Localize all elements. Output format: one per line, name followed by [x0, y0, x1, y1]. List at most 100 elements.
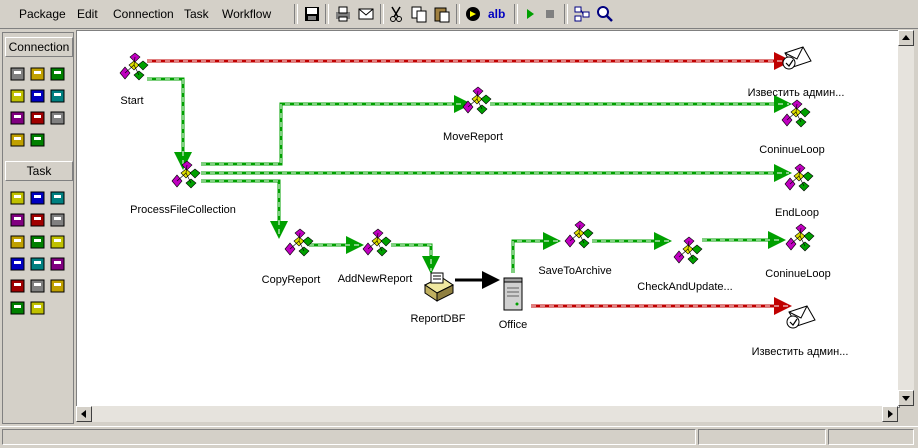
- toolbar-separator: [380, 4, 384, 24]
- scroll-down-button[interactable]: [898, 390, 914, 406]
- data-link-icon[interactable]: [9, 131, 27, 149]
- cut-icon[interactable]: [386, 4, 406, 24]
- node-label-notify-top: Известить админ...: [747, 87, 845, 99]
- send-mail-task-icon[interactable]: [9, 255, 27, 273]
- node-start[interactable]: [119, 52, 149, 81]
- dynamic-props-task-icon[interactable]: [9, 277, 27, 295]
- toolbar-separator: [514, 4, 518, 24]
- menu-edit[interactable]: Edit: [77, 7, 98, 21]
- arrow-left-icon: [81, 410, 86, 418]
- tool-palette: Connection Task: [2, 32, 74, 424]
- arrow-process-to-copy[interactable]: [201, 179, 288, 239]
- sql-task-icon[interactable]: [9, 233, 27, 251]
- arrow-start-to-process[interactable]: [147, 77, 192, 170]
- node-copy-report[interactable]: [284, 228, 314, 257]
- ftp-task-icon[interactable]: [9, 211, 27, 229]
- status-pane-3: [828, 429, 914, 445]
- node-label-report-dbf: ReportDBF: [410, 313, 466, 325]
- menu-connection[interactable]: Connection: [113, 7, 174, 21]
- node-continue-loop-2[interactable]: [785, 223, 815, 252]
- arrow-process-to-move[interactable]: [201, 95, 472, 166]
- bulk-insert-task-icon[interactable]: [29, 233, 47, 251]
- html-source-icon[interactable]: [9, 109, 27, 127]
- stop-icon[interactable]: [540, 4, 560, 24]
- globe-source-icon[interactable]: [29, 131, 47, 149]
- oledb-source-icon[interactable]: [29, 87, 47, 105]
- copy-icon[interactable]: [409, 4, 429, 24]
- node-end-loop[interactable]: [784, 163, 814, 192]
- node-add-new-report[interactable]: [362, 228, 392, 257]
- node-label-process-file-collection: ProcessFileCollection: [130, 204, 236, 216]
- save-icon[interactable]: [302, 4, 322, 24]
- node-process-file-collection[interactable]: [171, 160, 201, 189]
- mail-icon[interactable]: [356, 4, 376, 24]
- node-label-continue-loop-2: ConinueLoop: [765, 268, 831, 280]
- node-label-continue-loop-1: ConinueLoop: [759, 144, 825, 156]
- task-palette-header[interactable]: Task: [5, 161, 73, 181]
- node-notify-bottom[interactable]: [786, 305, 816, 329]
- workflow-diagram: [119, 46, 816, 329]
- text-format-icon[interactable]: alb: [488, 7, 506, 21]
- key-source-icon[interactable]: [29, 65, 47, 83]
- message-queue-task-icon[interactable]: [29, 211, 47, 229]
- access-source-icon[interactable]: [9, 87, 27, 105]
- node-label-copy-report: CopyReport: [261, 274, 321, 286]
- horizontal-scrollbar[interactable]: [76, 406, 898, 422]
- status-pane-main: [2, 429, 696, 445]
- data-mining-task-icon[interactable]: [9, 299, 27, 317]
- node-label-check-and-update: CheckAndUpdate...: [637, 281, 733, 293]
- node-label-save-to-archive: SaveToArchive: [538, 265, 612, 277]
- print-icon[interactable]: [333, 4, 353, 24]
- toolbar-separator: [456, 4, 460, 24]
- paste-icon[interactable]: [432, 4, 452, 24]
- timer-task-icon[interactable]: [29, 299, 47, 317]
- transfer-task-icon[interactable]: [29, 277, 47, 295]
- menu-workflow[interactable]: Workflow: [222, 7, 272, 21]
- node-report-dbf[interactable]: [424, 272, 454, 302]
- arrow-addnew-to-reportdbf[interactable]: [391, 243, 440, 274]
- menu-task[interactable]: Task: [184, 7, 209, 21]
- active-script-task-icon[interactable]: [9, 189, 27, 207]
- execute-package-task-icon[interactable]: [49, 189, 67, 207]
- node-label-start: Start: [120, 95, 144, 107]
- arrow-start-to-process-dash: [147, 78, 184, 167]
- node-check-and-update[interactable]: [673, 236, 703, 265]
- copy-objects-task-icon[interactable]: [49, 233, 67, 251]
- analysis-task-icon[interactable]: [29, 255, 47, 273]
- menu-toolbar-bar: Package Edit Connection Task Workflow al…: [0, 0, 918, 29]
- data-driven-query-icon[interactable]: [49, 211, 67, 229]
- workflow-canvas[interactable]: Start Известить админ... MoveReport Coni…: [76, 30, 900, 408]
- node-continue-loop-1[interactable]: [781, 99, 811, 128]
- transform-task-icon[interactable]: [29, 189, 47, 207]
- login-task-icon[interactable]: [49, 277, 67, 295]
- node-office[interactable]: [503, 277, 523, 311]
- text-file-source-icon[interactable]: [9, 65, 27, 83]
- status-bar: [0, 426, 918, 448]
- status-pane-2: [698, 429, 826, 445]
- arrow-addnew-to-reportdbf-dash: [391, 244, 432, 271]
- node-notify-top[interactable]: [782, 46, 812, 70]
- vertical-scrollbar[interactable]: [898, 30, 914, 406]
- text-dest-icon[interactable]: [29, 109, 47, 127]
- node-move-report[interactable]: [462, 86, 492, 115]
- workflow-nodes: [119, 46, 816, 329]
- scroll-right-button[interactable]: [882, 406, 898, 422]
- custom-task-icon[interactable]: [49, 255, 67, 273]
- node-save-to-archive[interactable]: [564, 220, 594, 249]
- arrow-right-icon: [888, 410, 893, 418]
- dbase-source-icon[interactable]: [49, 87, 67, 105]
- scroll-up-button[interactable]: [898, 30, 914, 46]
- scroll-left-button[interactable]: [76, 406, 92, 422]
- paradox-source-icon[interactable]: [49, 109, 67, 127]
- connection-palette-header[interactable]: Connection: [5, 37, 73, 57]
- run-icon[interactable]: [520, 4, 540, 24]
- arrow-office-to-archive-dash: [512, 240, 558, 273]
- excel-source-icon[interactable]: [49, 65, 67, 83]
- package-properties-icon[interactable]: [463, 4, 483, 24]
- menu-package[interactable]: Package: [19, 7, 66, 21]
- zoom-icon[interactable]: [595, 4, 615, 24]
- arrow-process-to-move-dash: [201, 103, 469, 165]
- layout-icon[interactable]: [572, 4, 592, 24]
- workflow-arrows: [147, 52, 792, 315]
- node-label-end-loop: EndLoop: [774, 207, 820, 219]
